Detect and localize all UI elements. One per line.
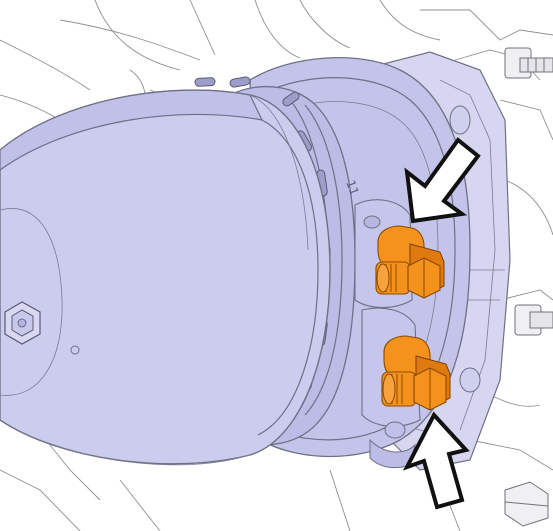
upper-air-fitting <box>375 225 445 299</box>
center-nut <box>4 301 41 345</box>
chamber-marking: 11 <box>343 178 361 197</box>
bolt-bottom <box>504 481 549 527</box>
bolt-middle <box>514 304 553 336</box>
spring-brake-chamber: 11 <box>0 57 471 469</box>
lower-indicator-arrow <box>402 411 470 510</box>
mounting-bolts <box>504 47 553 527</box>
upper-indicator-arrow <box>404 137 481 224</box>
lower-air-fitting <box>381 335 451 411</box>
bolt-top <box>504 47 553 79</box>
